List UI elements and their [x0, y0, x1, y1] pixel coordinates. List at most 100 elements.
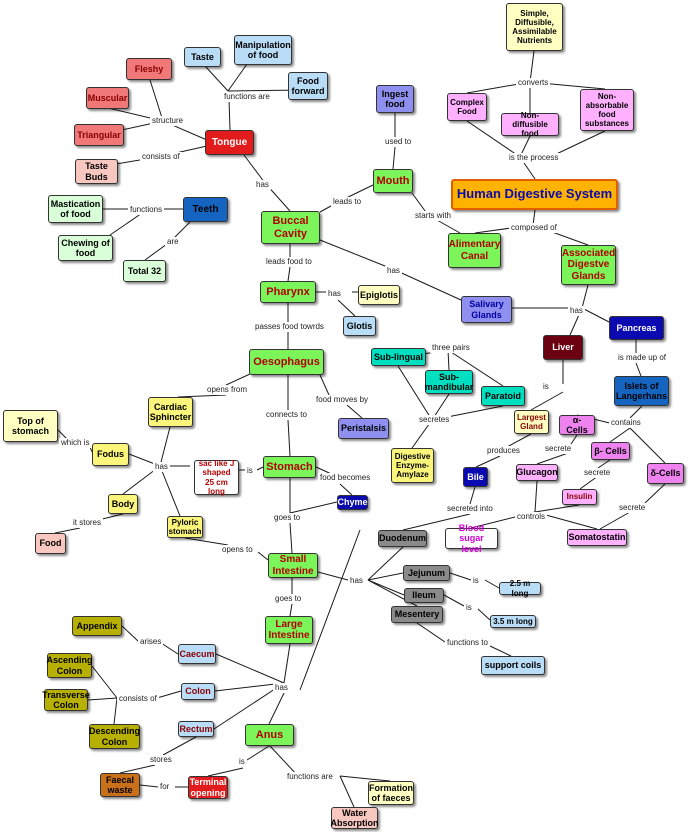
connector-line	[570, 434, 578, 445]
node-paratoid[interactable]: Paratoid	[481, 386, 525, 406]
node-bile[interactable]: Bile	[463, 467, 488, 487]
node-taste-buds[interactable]: Taste Buds	[75, 159, 118, 184]
node-mesentery[interactable]: Mesentery	[391, 606, 443, 623]
connector-line	[534, 480, 538, 513]
node-water-absorption[interactable]: Water Absorption	[330, 807, 379, 829]
node-mouth[interactable]: Mouth	[373, 169, 413, 193]
node-glotis[interactable]: Glotis	[343, 316, 376, 336]
link-label-structure: structure	[150, 116, 186, 126]
node-teeth[interactable]: Teeth	[183, 197, 228, 222]
link-label-opens-to: opens to	[220, 545, 255, 555]
link-label-is-the-process: is the process	[507, 153, 561, 163]
node-transverse-colon[interactable]: Transverse Colon	[42, 689, 90, 711]
connector-line	[214, 682, 285, 692]
node-ileum[interactable]: Ileum	[404, 588, 444, 603]
node-simple-nutrients[interactable]: Simple, Diffusible, Assimilable Nutrient…	[506, 3, 563, 51]
node-terminal-opening[interactable]: Terminal opening	[188, 776, 228, 799]
node-alimentary-canal[interactable]: Alimentary Canal	[448, 233, 501, 268]
node-non-diffusible-food[interactable]: Non-diffusible food	[501, 111, 559, 138]
node-taste[interactable]: Taste	[184, 47, 221, 67]
connector-line	[139, 784, 159, 788]
link-label-starts-with: starts with	[413, 211, 454, 221]
node-sub-mandibular[interactable]: Sub-mandibular	[424, 370, 474, 394]
node-food[interactable]: Food	[35, 533, 66, 554]
node-food-forward[interactable]: Food forward	[288, 72, 328, 100]
node-duodenum[interactable]: Duodenum	[378, 530, 427, 547]
node-chewing-of-food[interactable]: Chewing of food	[58, 235, 113, 261]
node-fodus[interactable]: Fodus	[92, 443, 129, 466]
connector-line	[339, 483, 353, 496]
node-support-coils[interactable]: support coils	[481, 656, 545, 675]
link-label-has: has	[326, 289, 343, 299]
connector-line	[317, 571, 349, 581]
node-formation-of-faeces[interactable]: Formation of faeces	[368, 781, 414, 805]
connector-line	[339, 775, 355, 808]
node-epiglotis[interactable]: Epiglotis	[358, 285, 400, 305]
node-chyme[interactable]: Chyme	[337, 495, 368, 510]
node-beta-cells[interactable]: β- Cells	[591, 442, 630, 460]
node-total-32[interactable]: Total 32	[123, 260, 166, 282]
node-appendix[interactable]: Appendix	[72, 616, 122, 636]
node-salivary-glands[interactable]: Salivary Glands	[461, 296, 512, 323]
node-blood-sugar-level[interactable]: Blood sugar level	[445, 523, 498, 554]
node-buccal-cavity[interactable]: Buccal Cavity	[261, 211, 320, 244]
node-pharynx[interactable]: Pharynx	[260, 281, 316, 303]
connector-line	[629, 427, 666, 464]
node-liver[interactable]: Liver	[543, 335, 583, 360]
connector-line	[530, 391, 564, 411]
node-rectum[interactable]: Rectum	[178, 721, 214, 737]
node-somatostatin[interactable]: Somatostatin	[567, 529, 627, 546]
node-colon[interactable]: Colon	[181, 683, 215, 700]
node-stomach[interactable]: Stomach	[263, 456, 316, 478]
connector-line	[394, 269, 462, 301]
link-label-goes-to: goes to	[273, 594, 304, 604]
node-non-absorbable-food[interactable]: Non-absorbable food substances	[580, 89, 634, 131]
connector-line	[489, 645, 512, 657]
connector-line	[367, 579, 405, 596]
node-body[interactable]: Body	[108, 494, 138, 514]
node-jejunum[interactable]: Jejunum	[403, 565, 450, 581]
node-anus[interactable]: Anus	[245, 724, 294, 746]
node-ingest-food[interactable]: Ingest food	[376, 85, 414, 113]
node-large-intestine[interactable]: Large Intestine	[265, 616, 313, 644]
node-sac-like-j-shaped[interactable]: sac like J shaped 25 cm long	[194, 459, 239, 496]
node-descending-colon[interactable]: Descending Colon	[89, 724, 140, 749]
node-small-intestine[interactable]: Small Intestine	[268, 553, 318, 578]
node-faecal-waste[interactable]: Faecal waste	[100, 773, 140, 797]
node-glucagon[interactable]: Glucagon	[516, 464, 558, 481]
node-associated-digestive-glands[interactable]: Associated Digestve Glands	[561, 245, 616, 285]
node-peristalsis[interactable]: Peristalsis	[338, 418, 389, 439]
node-human-digestive-system[interactable]: Human Digestive System	[451, 179, 618, 210]
node-caecum[interactable]: Caecum	[178, 644, 216, 664]
node-largest-gland[interactable]: Largest Gland	[514, 410, 549, 434]
node-fleshy[interactable]: Fleshy	[126, 58, 172, 80]
node-muscular[interactable]: Muscular	[86, 87, 129, 109]
node-ascending-colon[interactable]: Ascending Colon	[47, 653, 93, 678]
node-oesophagus[interactable]: Oesophagus	[249, 349, 324, 375]
link-label-is: is	[541, 382, 551, 392]
node-alpha-cells[interactable]: α- Cells	[559, 415, 595, 435]
link-label-has: has	[348, 576, 365, 586]
node-manipulation-of-food[interactable]: Manipulation of food	[234, 35, 292, 65]
connector-line	[119, 764, 156, 774]
node-mastication-of-food[interactable]: Mastication of food	[48, 195, 103, 223]
node-3-5-m-long[interactable]: 3.5 m long	[490, 615, 536, 628]
node-tongue[interactable]: Tongue	[205, 130, 254, 155]
node-cardiac-sphincter[interactable]: Cardiac Sphincter	[148, 397, 193, 427]
node-islets-of-langerhans[interactable]: Islets of Langerhans	[614, 376, 669, 406]
node-top-of-stomach[interactable]: Top of stomach	[3, 410, 58, 442]
node-pyloric-stomach[interactable]: Pyloric stomach	[167, 516, 203, 538]
node-complex-food[interactable]: Complex Food	[447, 93, 487, 121]
node-pancreas[interactable]: Pancreas	[609, 316, 664, 340]
connector-line	[283, 643, 291, 684]
connector-line	[87, 697, 118, 701]
node-triangular[interactable]: Triangular	[74, 124, 124, 146]
connector-line	[529, 50, 535, 83]
node-2-5-m-long[interactable]: 2.5 m long	[499, 579, 541, 598]
node-insulin[interactable]: Insulin	[562, 489, 597, 505]
node-digestive-enzyme-amylaze[interactable]: Digestive Enzyme- Amylaze	[391, 448, 434, 483]
link-label-consists-of: consists of	[117, 694, 159, 704]
node-sub-lingual[interactable]: Sub-lingual	[371, 348, 426, 366]
link-label-it-stores: it stores	[71, 518, 104, 528]
node-delta-cells[interactable]: δ-Cells	[647, 463, 684, 484]
